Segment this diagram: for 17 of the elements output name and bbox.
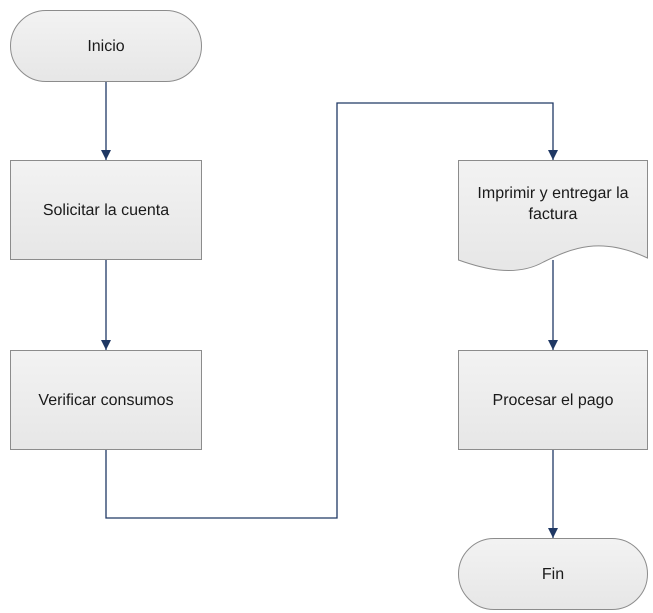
node-label: Procesar el pago bbox=[492, 390, 614, 410]
node-label: Verificar consumos bbox=[38, 390, 174, 410]
node-label: Inicio bbox=[87, 36, 125, 56]
arrow bbox=[101, 82, 111, 160]
arrow bbox=[548, 260, 558, 350]
process-box bbox=[458, 350, 648, 450]
node-label: Solicitar la cuenta bbox=[42, 200, 170, 220]
arrow bbox=[101, 260, 111, 350]
node-label: Imprimir y entregar la factura bbox=[476, 184, 630, 225]
process-box bbox=[10, 350, 202, 450]
node-label: Fin bbox=[542, 564, 564, 584]
arrow bbox=[105, 102, 558, 519]
process-box bbox=[10, 160, 202, 260]
arrow bbox=[548, 450, 558, 538]
start-terminator bbox=[10, 10, 202, 82]
end-terminator bbox=[458, 538, 648, 610]
document-shape bbox=[458, 160, 648, 272]
